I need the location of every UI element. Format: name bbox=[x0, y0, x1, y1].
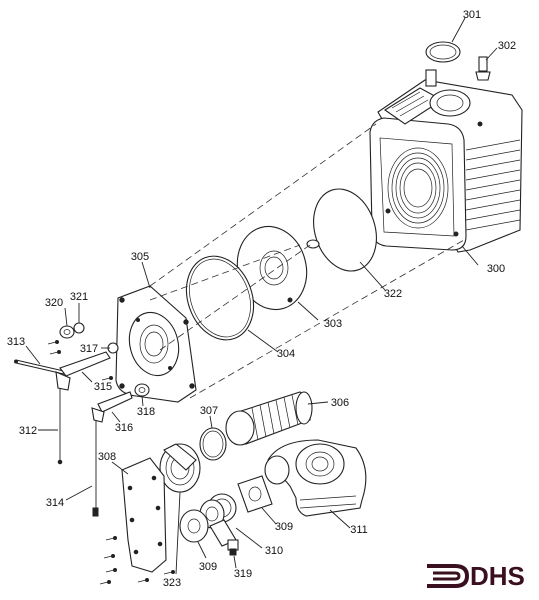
callout-321: 321 bbox=[70, 291, 88, 303]
callout-322: 322 bbox=[384, 288, 402, 300]
callout-306: 306 bbox=[331, 397, 349, 409]
callout-305: 305 bbox=[131, 251, 149, 263]
gasket-309-left bbox=[179, 509, 209, 543]
callout-320: 320 bbox=[45, 297, 63, 309]
manifold-308 bbox=[121, 457, 167, 573]
flame-rod-316 bbox=[91, 391, 133, 517]
callout-313: 313 bbox=[7, 336, 25, 348]
door-gasket-304 bbox=[185, 255, 255, 341]
sight-glass-318 bbox=[134, 383, 150, 397]
callout-310: 310 bbox=[265, 545, 283, 557]
dhs-logo-text: DHS bbox=[470, 561, 525, 591]
callout-312: 312 bbox=[19, 425, 37, 437]
callout-labels: 301 302 300 322 303 304 305 320 321 317 … bbox=[7, 9, 516, 589]
dhs-logo-mark bbox=[427, 564, 470, 588]
callout-317: 317 bbox=[80, 343, 98, 355]
leader-lines bbox=[25, 17, 498, 575]
adapter-323 bbox=[159, 443, 201, 493]
ignition-electrode-313 bbox=[14, 359, 69, 376]
nut-321 bbox=[73, 322, 85, 334]
electrode-assembly-315 bbox=[55, 351, 111, 465]
callout-318: 318 bbox=[137, 406, 155, 418]
gasket-309-right bbox=[237, 475, 273, 513]
callout-315: 315 bbox=[94, 381, 112, 393]
callout-319: 319 bbox=[234, 568, 252, 580]
burner-door-305 bbox=[115, 285, 197, 403]
burner-tube-306 bbox=[225, 391, 313, 446]
callout-316: 316 bbox=[115, 422, 133, 434]
gasket-307 bbox=[199, 427, 227, 461]
fitting-302 bbox=[475, 56, 491, 81]
screws-bottom bbox=[99, 536, 175, 585]
orifice-319 bbox=[227, 539, 239, 556]
callout-314: 314 bbox=[46, 497, 64, 509]
assembly-lines bbox=[149, 123, 465, 399]
callout-304: 304 bbox=[277, 348, 295, 360]
callout-307: 307 bbox=[200, 405, 218, 417]
callout-323: 323 bbox=[163, 577, 181, 589]
seal-disc-322 bbox=[306, 188, 377, 272]
screws-left bbox=[47, 340, 113, 381]
callout-311: 311 bbox=[350, 524, 368, 536]
washer-320 bbox=[59, 325, 75, 339]
blower-housing-311 bbox=[264, 439, 367, 517]
callout-309-right: 309 bbox=[275, 521, 293, 533]
callout-300: 300 bbox=[487, 263, 505, 275]
callout-303: 303 bbox=[324, 318, 342, 330]
callout-301: 301 bbox=[463, 9, 481, 21]
gasket-ring-301 bbox=[425, 41, 461, 63]
callout-302: 302 bbox=[498, 40, 516, 52]
boiler-body-300 bbox=[369, 69, 523, 253]
callout-308: 308 bbox=[98, 451, 116, 463]
callout-309-left: 309 bbox=[199, 561, 217, 573]
